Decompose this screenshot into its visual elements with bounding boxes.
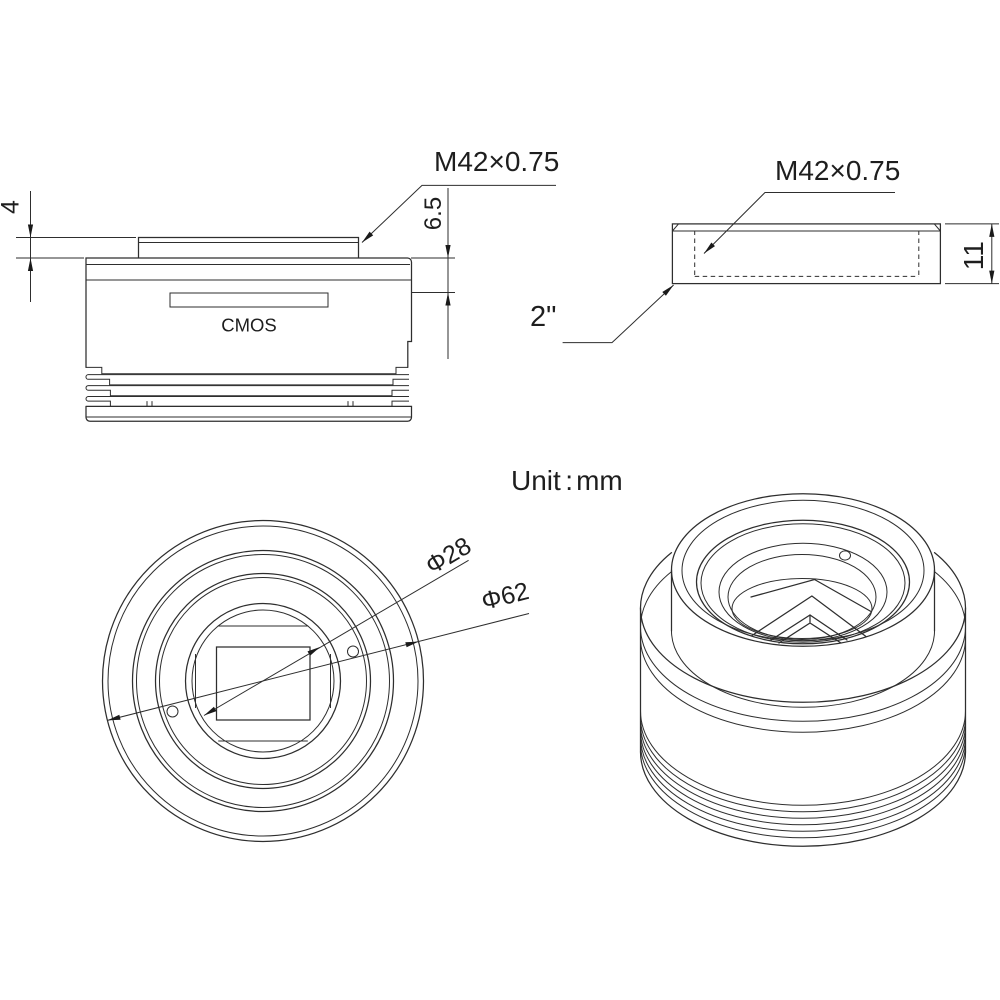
svg-text:4: 4 (0, 200, 25, 214)
svg-text:M42×0.75: M42×0.75 (775, 155, 900, 186)
svg-text:Unit:mm: Unit:mm (511, 465, 623, 496)
svg-text:11: 11 (958, 241, 989, 270)
svg-text:M42×0.75: M42×0.75 (434, 146, 559, 177)
svg-text:6.5: 6.5 (420, 197, 447, 230)
svg-text:CMOS: CMOS (221, 315, 277, 336)
svg-text:2": 2" (530, 301, 556, 333)
